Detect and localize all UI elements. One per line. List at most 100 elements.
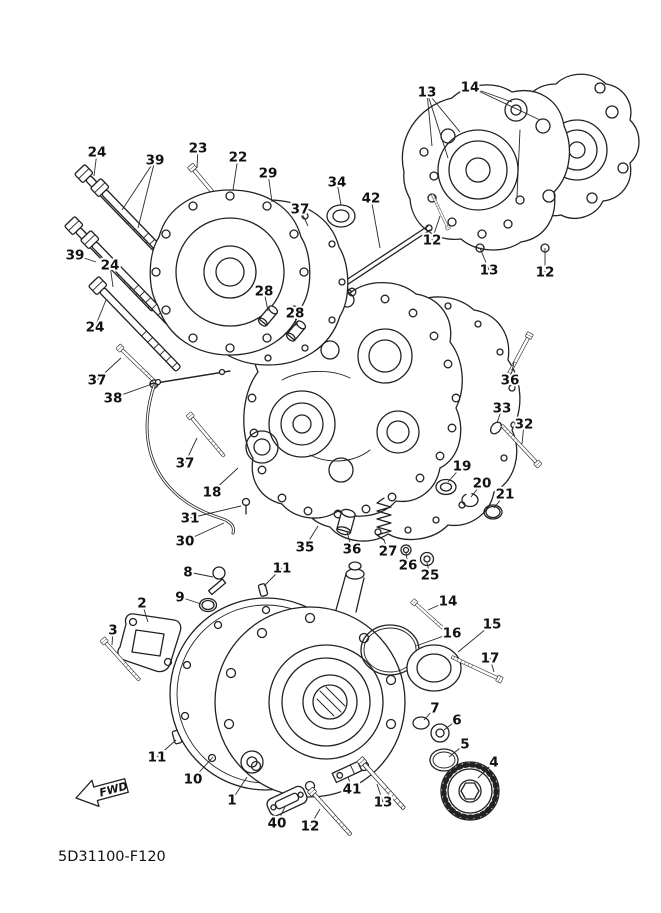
oil-seal [326, 204, 356, 228]
callout-36: 36 [343, 542, 362, 558]
callout-13: 13 [480, 263, 499, 279]
stay-bar [149, 368, 231, 386]
callout-32: 32 [515, 417, 534, 433]
callout-21: 21 [496, 487, 515, 503]
callout-27: 27 [379, 544, 398, 560]
leader-line [121, 159, 156, 211]
callout-16: 16 [443, 626, 462, 642]
leader-line [423, 707, 436, 721]
right-side-hardware [435, 331, 543, 520]
leader-line [346, 531, 353, 550]
leader-line [427, 600, 449, 611]
callout-17: 17 [481, 651, 500, 667]
bottom-hardware [266, 756, 408, 838]
callout-42: 42 [362, 191, 381, 207]
leader-line [263, 290, 269, 312]
callout-37: 37 [88, 373, 107, 389]
leader-line [112, 383, 153, 399]
callout-4: 4 [489, 755, 498, 771]
leader-line [299, 208, 309, 227]
callout-13: 13 [374, 795, 393, 811]
dipstick [198, 566, 227, 613]
leader-line [370, 197, 381, 249]
leader-line [231, 776, 248, 801]
callout-38: 38 [104, 391, 123, 407]
leader-line [376, 783, 384, 803]
callout-19: 19 [453, 459, 472, 475]
callout-36: 36 [501, 373, 520, 389]
callout-22: 22 [229, 150, 248, 166]
diagram-artwork: FWD 5D31100-F120 [58, 73, 640, 865]
leader-line [509, 361, 515, 381]
leader-line [457, 623, 493, 653]
callout-33: 33 [493, 401, 512, 417]
leader-line [179, 596, 202, 605]
leader-line [489, 657, 495, 673]
callout-8: 8 [183, 565, 192, 581]
crankcase-cover-left [214, 561, 406, 798]
fwd-arrow: FWD [75, 778, 129, 807]
callout-30: 30 [176, 534, 195, 550]
callout-13: 13 [418, 85, 437, 101]
callout-15: 15 [483, 617, 502, 633]
callout-34: 34 [328, 175, 347, 191]
clutch-cover [149, 189, 311, 356]
callout-31: 31 [181, 511, 200, 527]
dowel-pins [257, 305, 307, 342]
bracket-plate [99, 613, 182, 683]
leader-line [211, 467, 239, 493]
callout-11: 11 [148, 750, 167, 766]
callout-12: 12 [423, 233, 442, 249]
leader-line [383, 539, 389, 552]
callout-28: 28 [255, 284, 274, 300]
leader-line [426, 562, 431, 576]
leader-line [496, 407, 503, 424]
leader-line [192, 756, 214, 780]
callout-1: 1 [227, 793, 236, 809]
leader-line [267, 172, 273, 203]
callout-26: 26 [399, 558, 418, 574]
leader-line [469, 86, 513, 103]
leader-line [309, 808, 321, 827]
leader-line [187, 571, 214, 578]
leader-line [137, 159, 156, 229]
leader-line [521, 423, 525, 445]
leader-line [426, 91, 449, 159]
leader-line [415, 632, 453, 647]
plug-group [412, 716, 500, 821]
leader-line [470, 482, 483, 498]
callout-24: 24 [101, 258, 120, 274]
lower-hardware [241, 497, 435, 567]
leader-line [184, 437, 198, 464]
callout-37: 37 [291, 202, 310, 218]
leader-line [74, 254, 97, 263]
callout-10: 10 [184, 772, 203, 788]
leader-line [479, 247, 490, 271]
callout-23: 23 [189, 141, 208, 157]
callout-29: 29 [259, 166, 278, 182]
crankcase-assembly [401, 73, 640, 253]
callout-9: 9 [175, 590, 184, 606]
callout-2: 2 [137, 596, 146, 612]
leader-line [469, 86, 541, 121]
callout-28: 28 [286, 306, 305, 322]
leader-line [141, 602, 149, 623]
leader-line [196, 147, 199, 169]
end-cap-group [360, 598, 504, 692]
callout-14: 14 [461, 80, 480, 96]
leader-line [405, 552, 409, 566]
leader-line [304, 525, 319, 548]
callout-7: 7 [430, 701, 439, 717]
callout-12: 12 [301, 819, 320, 835]
leader-line [426, 91, 461, 133]
leader-line [347, 776, 353, 790]
callout-24: 24 [88, 145, 107, 161]
leader-line [111, 629, 114, 646]
leader-line [447, 465, 463, 483]
leader-line [448, 743, 466, 758]
leader-line [263, 567, 283, 587]
callout-14: 14 [439, 594, 458, 610]
callout-11: 11 [273, 561, 292, 577]
